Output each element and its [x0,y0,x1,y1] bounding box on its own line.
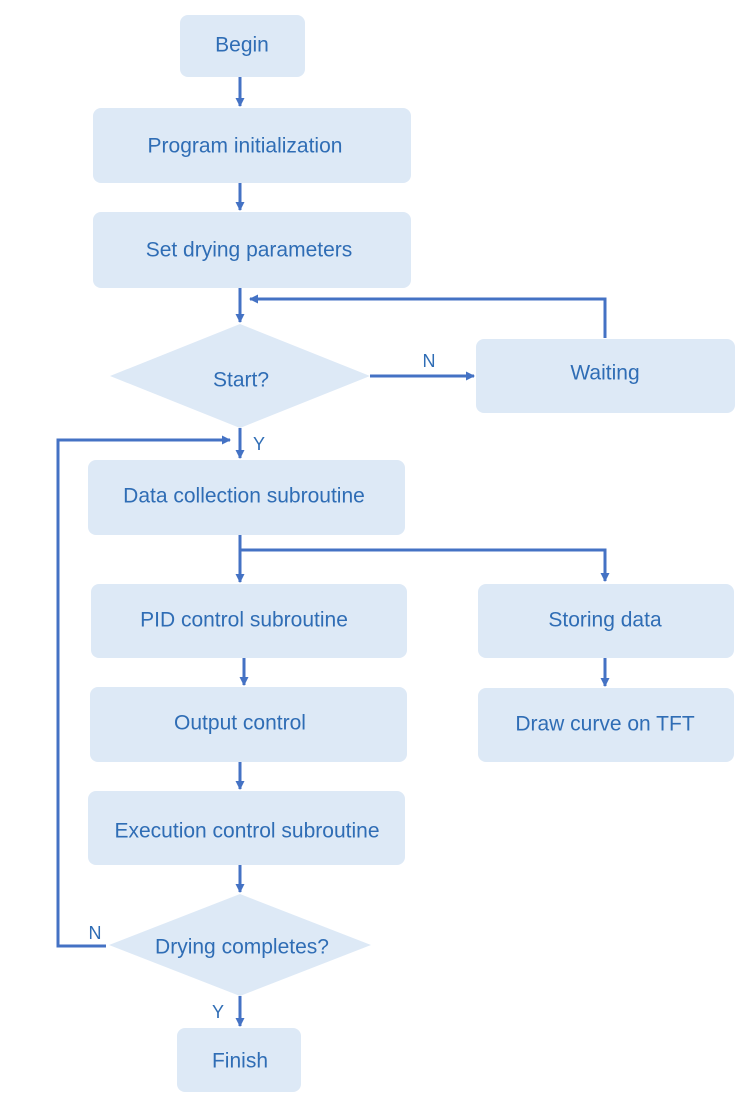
edge-label-drying-no: N [89,923,102,943]
node-waiting: Waiting [476,339,735,413]
arrow-waiting-loop-back [249,294,607,338]
node-program-initialization-label: Program initialization [148,135,343,158]
edge-label-drying-yes: Y [212,1002,224,1022]
node-output-control-label: Output control [174,712,306,735]
node-start-decision: Start? [110,324,370,428]
arrow-split-to-storing [240,548,610,582]
node-pid-control-subroutine: PID control subroutine [91,584,407,658]
node-storing-data: Storing data [478,584,734,658]
node-finish: Finish [177,1028,301,1092]
node-data-collection-subroutine: Data collection subroutine [88,460,405,535]
node-begin: Begin [180,15,305,77]
edge-label-start-no: N [423,351,436,371]
node-program-initialization: Program initialization [93,108,411,183]
connectors [56,77,610,1027]
node-waiting-label: Waiting [570,362,639,385]
node-drying-completes-decision-label: Drying completes? [155,936,329,959]
node-execution-control-subroutine-label: Execution control subroutine [115,820,380,843]
edge-label-start-yes: Y [253,434,265,454]
arrow-drying-no-loop [56,435,231,948]
node-pid-control-subroutine-label: PID control subroutine [140,609,348,632]
node-data-collection-subroutine-label: Data collection subroutine [123,485,365,508]
node-draw-curve-on-tft: Draw curve on TFT [478,688,734,762]
node-start-decision-label: Start? [213,369,269,392]
node-drying-completes-decision: Drying completes? [109,894,371,996]
node-set-drying-parameters-label: Set drying parameters [146,239,353,262]
node-draw-curve-on-tft-label: Draw curve on TFT [515,713,694,736]
node-storing-data-label: Storing data [548,609,662,632]
node-output-control: Output control [90,687,407,762]
node-finish-label: Finish [212,1050,268,1073]
node-set-drying-parameters: Set drying parameters [93,212,411,288]
node-execution-control-subroutine: Execution control subroutine [88,791,405,865]
node-begin-label: Begin [215,34,269,57]
